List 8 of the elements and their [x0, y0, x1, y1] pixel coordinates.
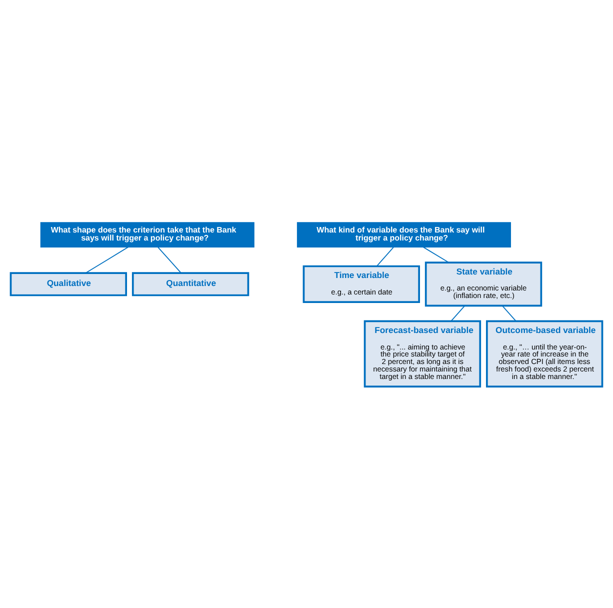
connector [450, 304, 466, 321]
connector [502, 304, 516, 321]
node-box: Qualitative [10, 272, 128, 296]
node-box: Quantitative [132, 272, 250, 296]
connector [422, 246, 450, 262]
connector [158, 246, 182, 273]
connector [85, 246, 129, 273]
connector [376, 246, 394, 266]
